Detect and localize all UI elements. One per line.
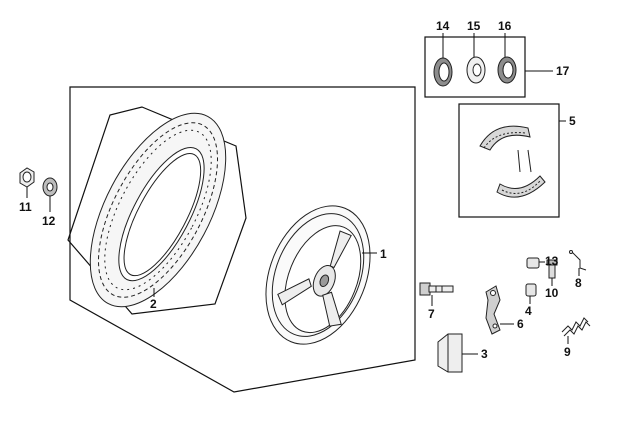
callout-16: 16 xyxy=(498,19,512,33)
callout-5: 5 xyxy=(569,114,576,128)
oil-seal-right xyxy=(497,56,517,84)
callout-9: 9 xyxy=(564,345,571,359)
brake-arm xyxy=(485,285,501,335)
callout-17: 17 xyxy=(556,64,570,78)
tire xyxy=(89,112,227,308)
callout-1: 1 xyxy=(380,247,387,261)
callout-6: 6 xyxy=(517,317,524,331)
callout-7: 7 xyxy=(428,307,435,321)
callout-4: 4 xyxy=(525,304,532,318)
axle-bolt xyxy=(419,282,454,296)
bearing-kit-frame xyxy=(424,36,526,98)
callout-15: 15 xyxy=(467,19,481,33)
axle-washer xyxy=(42,177,58,197)
brake-cam-dust-seal xyxy=(525,283,537,297)
brake-panel xyxy=(437,333,463,373)
adjusting-nut xyxy=(526,257,540,269)
brake-pin xyxy=(569,250,587,271)
callout-3: 3 xyxy=(481,347,488,361)
brake-spring xyxy=(561,317,591,337)
bearing xyxy=(466,56,486,84)
oil-seal-left xyxy=(433,57,453,87)
brake-shoe-frame xyxy=(458,103,560,218)
wheel-assembly-frame xyxy=(69,86,416,393)
callout-13: 13 xyxy=(545,254,559,268)
wheel-rim xyxy=(265,205,371,345)
brake-shoes xyxy=(479,125,546,198)
callout-10: 10 xyxy=(545,286,559,300)
callout-12: 12 xyxy=(42,214,56,228)
callout-11: 11 xyxy=(19,200,32,214)
callout-2: 2 xyxy=(150,297,157,311)
callout-14: 14 xyxy=(436,19,450,33)
tire-group-outline xyxy=(67,106,247,315)
callout-8: 8 xyxy=(575,276,582,290)
axle-nut xyxy=(19,167,35,188)
